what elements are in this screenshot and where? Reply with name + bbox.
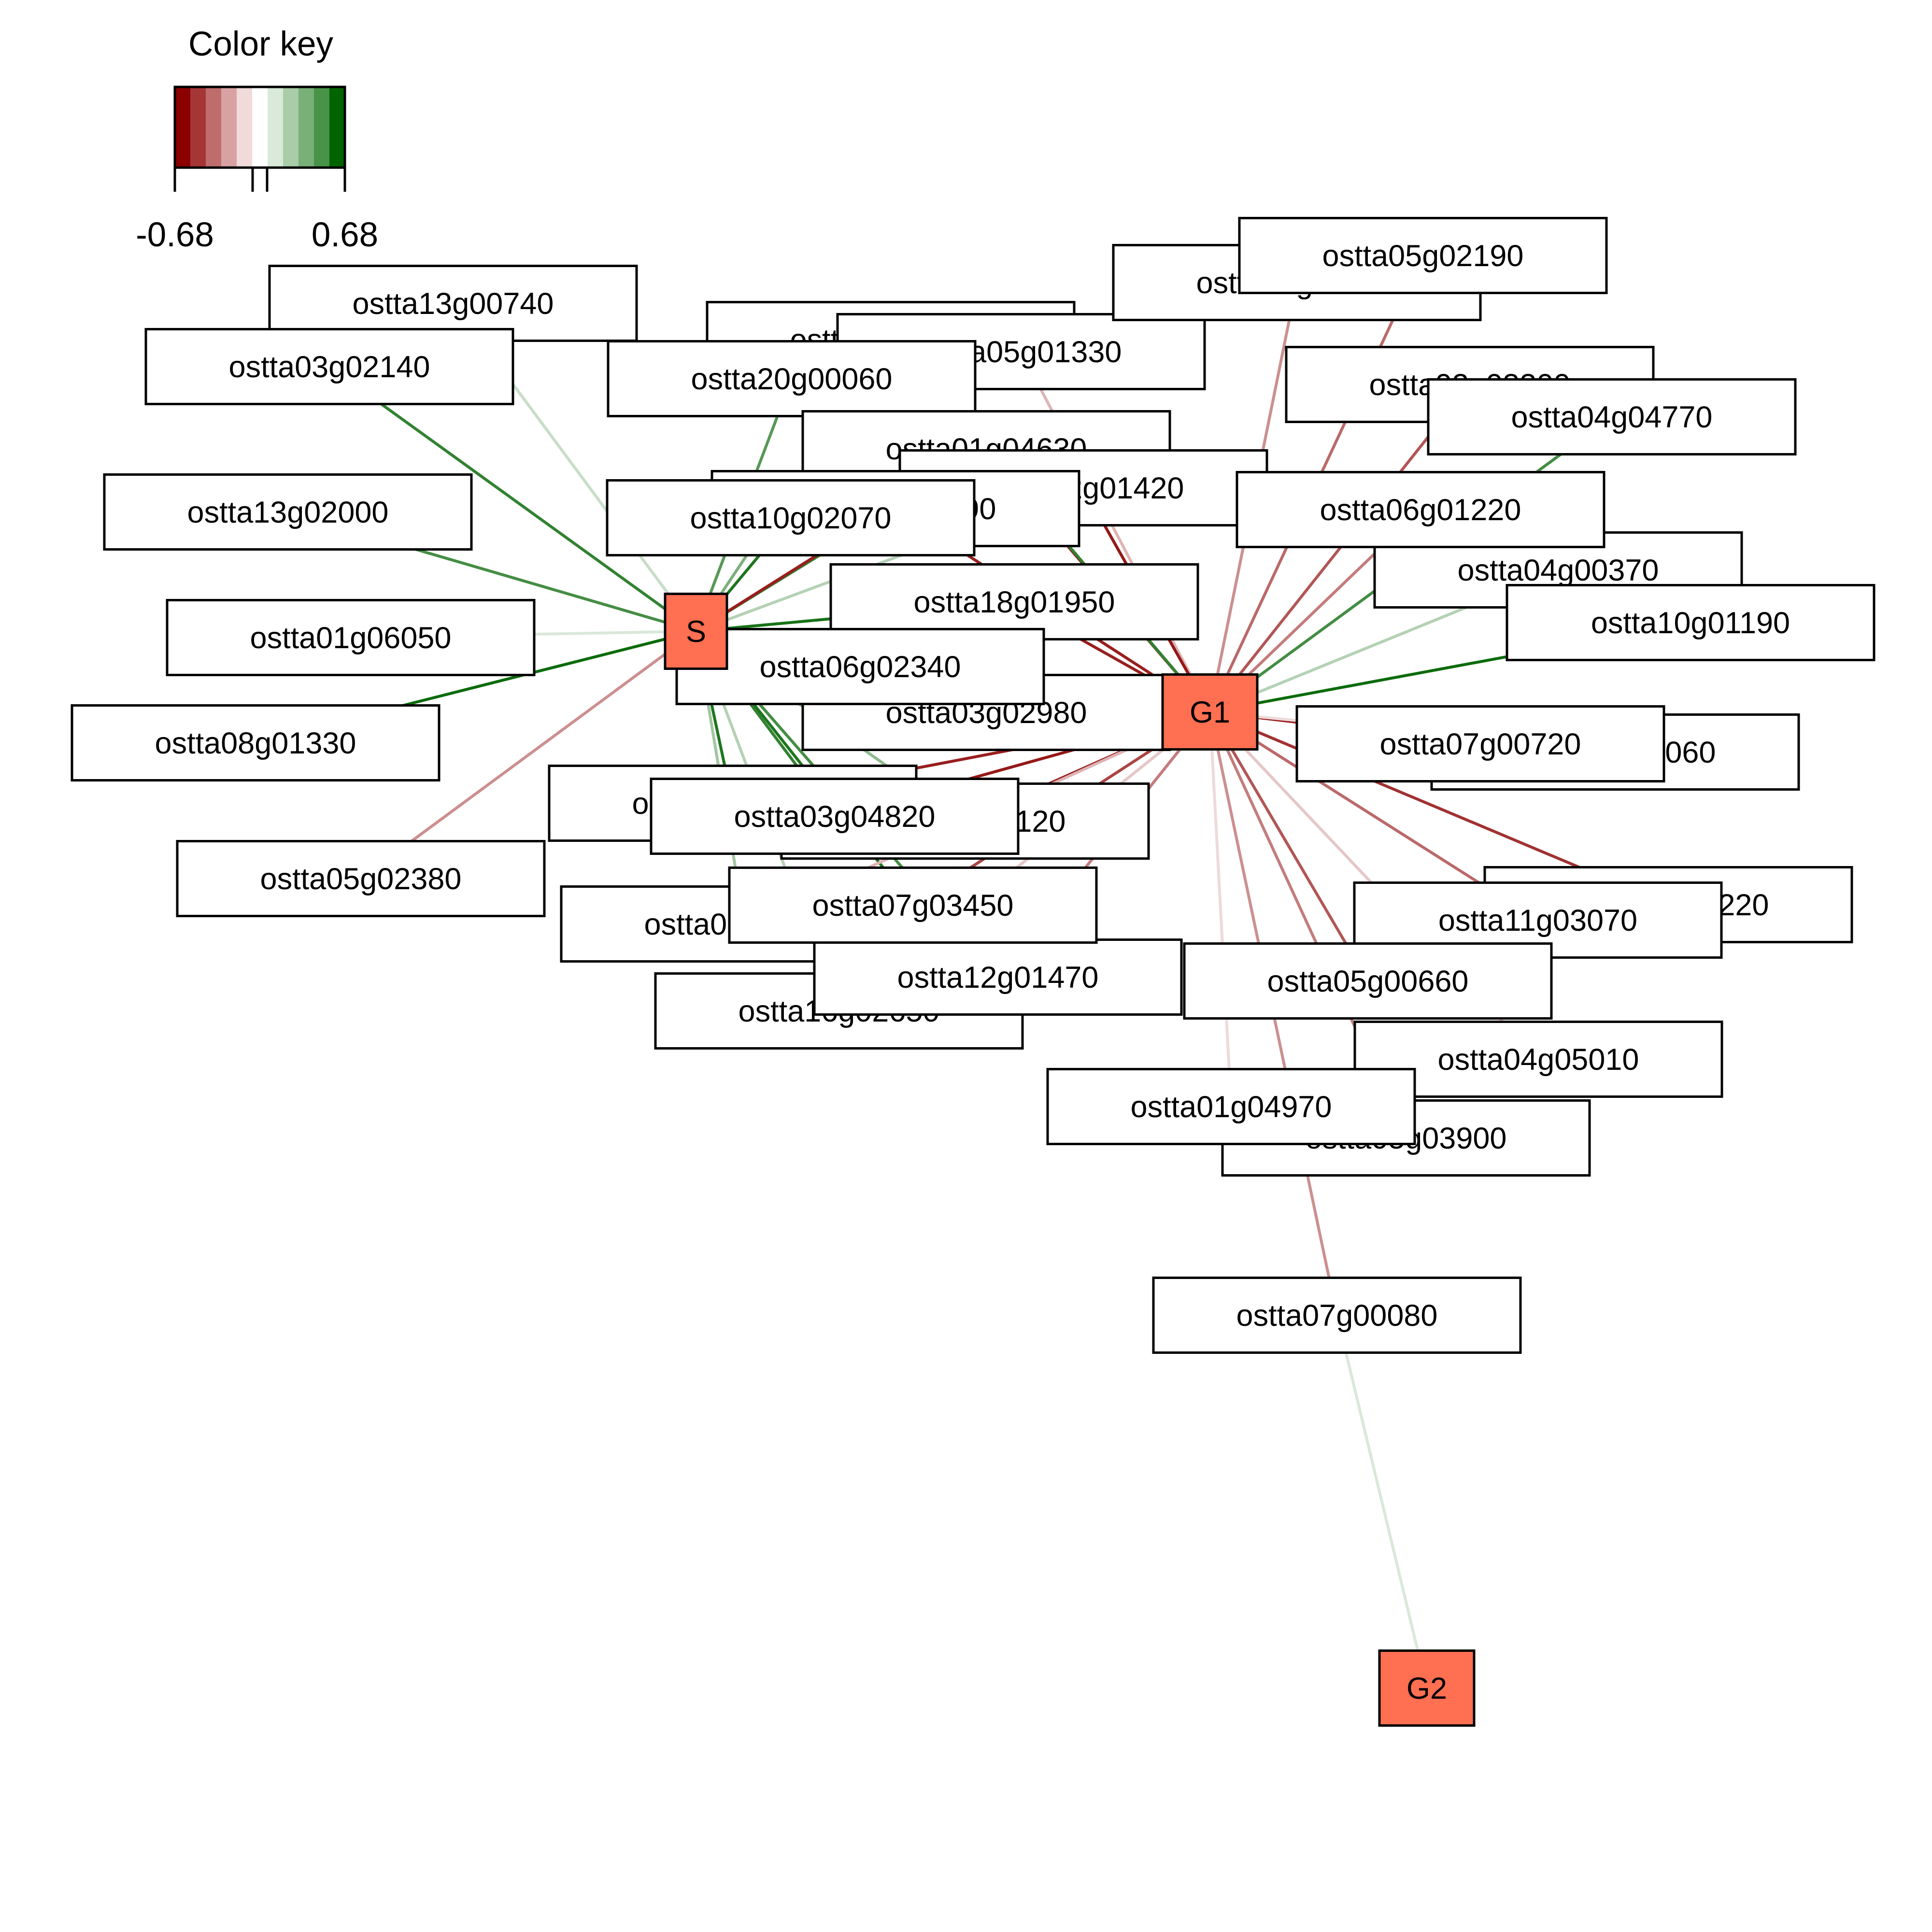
gene-node-ostta04g04770: ostta04g04770 (1427, 378, 1797, 455)
gene-node-ostta10g01190: ostta10g01190 (1506, 584, 1875, 661)
gene-node-label: ostta07g03450 (812, 889, 1014, 923)
gene-node-box (166, 599, 536, 676)
gene-node-box (1183, 942, 1553, 1020)
gene-node-label: ostta01g06050 (250, 621, 452, 655)
gene-node-ostta06g02340: ostta06g02340 (675, 628, 1045, 705)
gene-node-label: ostta10g01190 (1591, 606, 1790, 640)
gene-node-box (71, 704, 440, 781)
edge-G1-ostta01g04970 (1208, 711, 1233, 1107)
gene-node-label: ostta03g02140 (229, 350, 430, 384)
gene-node-label: ostta04g04770 (1511, 400, 1713, 434)
gene-node-box (1236, 471, 1605, 548)
gene-node-label: ostta05g02380 (260, 862, 462, 896)
gene-node-box (1152, 1277, 1522, 1354)
gene-node-ostta07g00080: ostta07g00080 (1152, 1277, 1522, 1354)
gene-node-label: ostta13g02000 (187, 496, 389, 529)
gene-node-label: ostta04g00370 (1458, 554, 1659, 587)
gene-node-box (1046, 1068, 1416, 1145)
gene-node-ostta12g01470: ostta12g01470 (813, 938, 1183, 1016)
gene-node-box (103, 473, 473, 551)
gene-node-box (650, 778, 1020, 855)
gene-node-ostta08g01330: ostta08g01330 (71, 704, 440, 781)
gene-node-ostta03g02140: ostta03g02140 (144, 328, 514, 405)
gene-node-label: ostta06g01220 (1320, 493, 1521, 527)
hub-node-g1: G1 (1161, 673, 1259, 751)
gene-node-box (1506, 584, 1875, 661)
gene-node-label: ostta05g02190 (1322, 239, 1524, 273)
hub-node-label: S (686, 615, 706, 649)
color-key-swatches (175, 87, 345, 168)
gene-node-ostta07g00720: ostta07g00720 (1295, 705, 1665, 782)
nodes: ostta13g00740 ostta03g02140 ostta13g02000 o… (71, 217, 1875, 1727)
gene-node-label: ostta18g01950 (914, 585, 1115, 619)
gene-node-box (606, 479, 976, 556)
edge-G1-ostta05g00660 (1208, 711, 1369, 982)
gene-node-box (728, 867, 1098, 944)
color-key-min-label: -0.68 (136, 216, 214, 254)
hub-node-g2: G2 (1378, 1649, 1476, 1727)
edge-G2-ostta07g00080 (1335, 1315, 1428, 1689)
gene-node-ostta05g02190: ostta05g02190 (1238, 217, 1608, 294)
hub-node-box (1378, 1649, 1476, 1727)
gene-node-label: ostta20g00060 (691, 362, 893, 396)
gene-node-box (675, 628, 1045, 705)
color-key: Color key -0.68 0.68 (136, 25, 378, 254)
gene-node-label: ostta07g00080 (1236, 1299, 1438, 1333)
gene-node-ostta05g00660: ostta05g00660 (1183, 942, 1553, 1020)
gene-node-ostta01g04970: ostta01g04970 (1046, 1068, 1416, 1145)
gene-node-ostta20g00060: ostta20g00060 (607, 340, 977, 417)
gene-node-box (1238, 217, 1608, 294)
gene-node-ostta03g04820: ostta03g04820 (650, 778, 1020, 855)
edge-S-ostta03g02140 (328, 365, 697, 633)
color-key-swatch (175, 87, 191, 168)
gene-node-label: ostta10g02070 (690, 501, 892, 535)
color-key-swatch (329, 87, 345, 168)
color-key-ticks (173, 168, 346, 192)
gene-node-box (144, 328, 514, 405)
gene-node-ostta07g03450: ostta07g03450 (728, 867, 1098, 944)
gene-node-label: ostta03g04820 (734, 800, 936, 834)
gene-node-label: ostta05g00660 (1267, 965, 1469, 998)
gene-node-label: ostta11g03070 (1438, 904, 1637, 938)
color-key-swatch (237, 87, 253, 168)
gene-node-label: ostta04g05010 (1438, 1043, 1639, 1077)
color-key-swatch (298, 87, 314, 168)
color-key-swatch (314, 87, 330, 168)
color-key-swatch (190, 87, 206, 168)
gene-node-ostta10g02070: ostta10g02070 (606, 479, 976, 556)
hub-node-label: G1 (1190, 696, 1230, 729)
gene-node-box (176, 840, 546, 917)
gene-node-label: ostta08g01330 (155, 726, 356, 760)
gene-node-ostta04g05010: ostta04g05010 (1353, 1021, 1723, 1098)
gene-node-label: ostta01g04970 (1131, 1090, 1332, 1124)
color-key-swatch (268, 87, 284, 168)
gene-node-box (1427, 378, 1797, 455)
gene-node-label: ostta12g01470 (897, 961, 1099, 994)
color-key-max-label: 0.68 (312, 216, 378, 254)
gene-node-box (607, 340, 977, 417)
gene-node-ostta01g06050: ostta01g06050 (166, 599, 536, 676)
color-key-title: Color key (188, 25, 333, 63)
color-key-swatch (221, 87, 237, 168)
gene-node-label: ostta06g02340 (760, 650, 961, 684)
gene-node-ostta05g02380: ostta05g02380 (176, 840, 546, 917)
color-key-frame (173, 85, 346, 169)
hub-node-label: G2 (1406, 1672, 1447, 1705)
gene-node-box (1353, 1021, 1723, 1098)
color-key-swatch (283, 87, 299, 168)
gene-node-box (1295, 705, 1665, 782)
gene-node-ostta06g01220: ostta06g01220 (1236, 471, 1605, 548)
gene-node-label: ostta07g00720 (1380, 727, 1581, 761)
edge-S-ostta05g02380 (360, 630, 697, 880)
hub-node-s: S (664, 593, 728, 670)
hub-node-box (1161, 673, 1259, 751)
gene-node-label: ostta13g00740 (353, 287, 554, 321)
color-key-swatch (252, 87, 268, 168)
color-key-swatch (206, 87, 222, 168)
gene-node-ostta13g02000: ostta13g02000 (103, 473, 473, 551)
hub-node-box (664, 593, 728, 670)
